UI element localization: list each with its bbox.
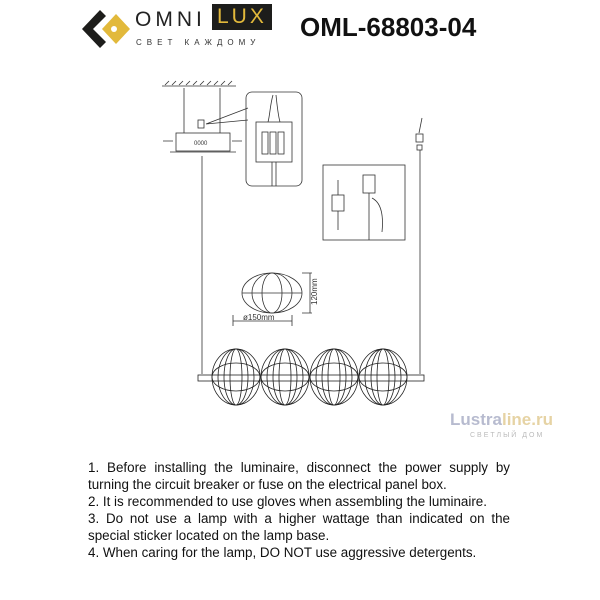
suspension-wires [201,117,424,374]
diameter-label: ø150mm [243,313,275,322]
brand-omni: OMNI [135,8,206,31]
note-1: 1. Before installing the luminaire, disc… [88,460,510,492]
luminaire-assembly [197,348,425,406]
brand-tagline: СВЕТ КАЖДОМУ [136,38,261,47]
note-3: 3. Do not use a lamp with a higher watta… [88,510,510,543]
installation-diagram: 0000 ø150mm 120mm [162,80,425,406]
watermark-main: Lustra [450,410,502,429]
note-2: 2. It is recommended to use gloves when … [88,493,487,509]
globe-shade [309,348,359,406]
globe-shade [211,348,261,406]
watermark-sub: СВЕТЛЫЙ ДОМ [470,432,545,439]
canopy-label: 0000 [194,141,208,147]
globe-shade [260,348,310,406]
wiring-callout [245,91,303,187]
height-label: 120mm [310,278,319,305]
globe-shade [358,348,408,406]
note-4: 4. When caring for the lamp, DO NOT use … [88,544,477,560]
omnilux-logo-icon [82,10,130,48]
model-number: OML-68803-04 [300,12,477,42]
watermark: Lustraline.ru [450,410,553,430]
ceiling-mount: 0000 [162,80,249,153]
brand-lux: LUX [212,4,272,30]
cable-adjust-callout [322,164,406,241]
watermark-accent: line.ru [501,410,553,429]
safety-notes: 1. Before installing the luminaire, disc… [88,460,510,561]
shade-dimension-drawing: ø150mm 120mm [232,272,319,326]
